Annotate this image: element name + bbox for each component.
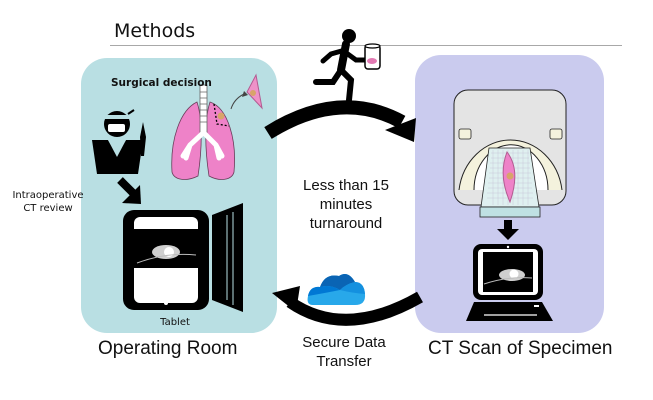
- secure-transfer-line2: Transfer: [316, 353, 372, 370]
- secure-transfer-label: Secure Data Transfer: [288, 333, 400, 371]
- review-label-line1: Intraoperative: [12, 190, 84, 201]
- intraoperative-review-label: Intraoperative CT review: [8, 189, 88, 215]
- turnaround-line3: turnaround: [309, 215, 383, 232]
- bottom-arrow-icon: [272, 286, 423, 326]
- review-label-line2: CT review: [23, 203, 73, 214]
- runner-with-jar-icon: [313, 29, 381, 103]
- computer-monitor-icon: [466, 244, 553, 321]
- cloud-icon: [307, 274, 366, 305]
- tablet-icon: [123, 203, 243, 312]
- turnaround-line2: minutes: [319, 196, 373, 213]
- diagram-title: Methods: [114, 20, 196, 42]
- operating-room-label: Operating Room: [98, 338, 238, 359]
- tablet-label: Tablet: [160, 317, 190, 328]
- down-arrow-icon: [117, 177, 141, 204]
- ct-scanner-icon: [453, 89, 567, 218]
- ct-scan-label: CT Scan of Specimen: [428, 338, 613, 359]
- down-arrow-icon: [497, 220, 519, 240]
- surgeon-icon: [92, 109, 146, 174]
- turnaround-line1: Less than 15: [303, 177, 389, 194]
- secure-transfer-line1: Secure Data: [302, 334, 386, 351]
- surgical-decision-label: Surgical decision: [111, 77, 212, 89]
- specimen-icon: [230, 73, 263, 110]
- lungs-icon: [171, 84, 235, 180]
- top-arrow-icon: [264, 100, 416, 142]
- turnaround-label: Less than 15 minutes turnaround: [290, 176, 402, 233]
